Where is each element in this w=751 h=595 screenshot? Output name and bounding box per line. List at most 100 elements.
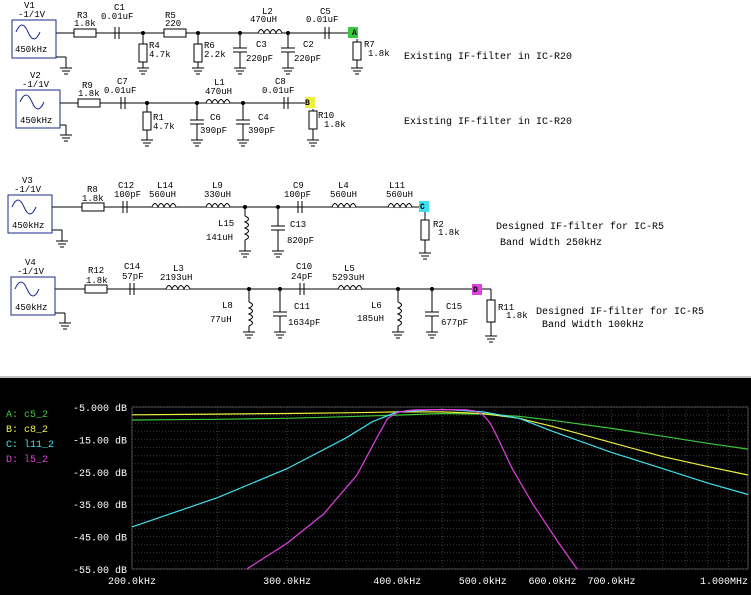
component-name: L11 xyxy=(389,181,405,191)
resistor-r8[interactable] xyxy=(81,202,105,212)
component-value: 1.8k xyxy=(86,276,108,286)
resistor-r5[interactable] xyxy=(163,28,187,38)
resistor-r3[interactable] xyxy=(73,28,97,38)
legend-entry[interactable]: C: l11_2 xyxy=(6,439,54,451)
circuit-description: Band Width 100kHz xyxy=(542,319,644,331)
component-value: 1.8k xyxy=(74,19,96,29)
resistor-r12[interactable] xyxy=(84,284,108,294)
inductor-l11[interactable] xyxy=(387,203,413,209)
component-value: 1.8k xyxy=(438,228,460,238)
component-name: L8 xyxy=(222,301,233,311)
component-name: L4 xyxy=(338,181,349,191)
probe-marker-c[interactable] xyxy=(419,201,429,212)
voltage-source[interactable] xyxy=(15,89,61,129)
inductor-l5[interactable] xyxy=(337,285,363,291)
inductor-l15[interactable] xyxy=(243,215,249,241)
component-name: L6 xyxy=(371,301,382,311)
x-tick-label: 600.0kHz xyxy=(528,576,576,588)
inductor-l6[interactable] xyxy=(396,301,402,327)
component-name: R9 xyxy=(82,81,93,91)
component-name: C14 xyxy=(124,262,140,272)
component-value: 0.01uF xyxy=(306,15,338,25)
component-name: R12 xyxy=(88,266,104,276)
component-value: 141uH xyxy=(206,233,233,243)
component-value: 220 xyxy=(165,19,181,29)
component-value: 1.8k xyxy=(78,89,100,99)
x-tick-label: 1.000MHz xyxy=(700,577,748,588)
component-name: C3 xyxy=(256,40,267,50)
source-amplitude: -1/1V xyxy=(22,80,50,90)
y-tick-label: -35.00 dB xyxy=(73,500,127,512)
component-value: 330uH xyxy=(204,190,231,200)
probe-marker-d[interactable] xyxy=(472,284,482,295)
sine-icon xyxy=(11,199,37,215)
legend: A: c5_2 B: c8_2 C: l11_2 D: l5_2 xyxy=(6,410,54,466)
component-name: L9 xyxy=(212,181,223,191)
component-name: L14 xyxy=(157,181,173,191)
component-name: R3 xyxy=(77,11,88,21)
component-value: 560uH xyxy=(149,190,176,200)
sine-icon xyxy=(19,94,45,110)
resistor-r10[interactable] xyxy=(308,110,318,130)
component-name: R11 xyxy=(498,303,514,313)
component-value: 100pF xyxy=(114,190,141,200)
inductor-l4[interactable] xyxy=(331,203,357,209)
resistor-r7[interactable] xyxy=(352,41,362,61)
component-value: 470uH xyxy=(250,15,277,25)
resistor-r4[interactable] xyxy=(138,43,148,63)
circuit-description: Existing IF-filter in IC-R20 xyxy=(404,51,572,63)
resistor-r6[interactable] xyxy=(193,43,203,63)
component-value: 560uH xyxy=(386,190,413,200)
component-value: 560uH xyxy=(330,190,357,200)
circuit-2 xyxy=(15,89,319,147)
resistor-r11[interactable] xyxy=(486,299,496,323)
component-name: C12 xyxy=(118,181,134,191)
y-tick-label: -55.00 dB xyxy=(73,565,127,577)
probe-marker-b[interactable] xyxy=(305,97,315,108)
source-frequency: 450kHz xyxy=(15,303,47,313)
source-amplitude: -1/1V xyxy=(17,267,45,277)
component-name: C7 xyxy=(117,77,128,87)
component-value: 4.7k xyxy=(149,50,171,60)
y-tick-label: -45.00 dB xyxy=(73,533,127,545)
schematic-area: V1 -1/1V 450kHz A R3 1.8k C1 0.01uF R5 2… xyxy=(0,1,751,378)
component-value: 220pF xyxy=(246,54,273,64)
resistor-r2[interactable] xyxy=(420,219,430,241)
legend-entry[interactable]: B: c8_2 xyxy=(6,425,48,436)
voltage-source[interactable] xyxy=(11,19,57,59)
voltage-source[interactable] xyxy=(7,194,53,234)
sine-icon xyxy=(15,24,41,40)
resistor-r1[interactable] xyxy=(142,111,152,131)
circuit-description: Designed IF-filter for IC-R5 xyxy=(496,221,664,233)
inductor-l14[interactable] xyxy=(151,203,177,209)
source-name: V3 xyxy=(22,176,33,186)
source-name: V4 xyxy=(25,258,36,268)
traces xyxy=(131,408,749,570)
x-tick-label: 200.0kHz xyxy=(108,576,156,588)
inductor-l2[interactable] xyxy=(257,29,283,35)
component-value: 5293uH xyxy=(332,273,364,283)
plot-background xyxy=(0,378,751,595)
circuit-4 xyxy=(10,276,497,343)
component-value: 470uH xyxy=(205,87,232,97)
inductor-l9[interactable] xyxy=(205,203,231,209)
component-name: R1 xyxy=(153,113,164,123)
voltage-source[interactable] xyxy=(10,276,56,316)
component-name: R5 xyxy=(165,11,176,21)
component-name: C8 xyxy=(275,77,286,87)
legend-entry[interactable]: D: l5_2 xyxy=(6,454,48,466)
component-name: R10 xyxy=(318,111,334,121)
component-value: 2193uH xyxy=(160,273,192,283)
component-value: 677pF xyxy=(441,318,468,328)
resistor-r9[interactable] xyxy=(77,98,101,108)
component-name: C6 xyxy=(210,113,221,123)
legend-entry[interactable]: A: c5_2 xyxy=(6,410,48,421)
inductor-l3[interactable] xyxy=(165,285,191,291)
component-value: 1.8k xyxy=(324,120,346,130)
inductor-l1[interactable] xyxy=(205,99,231,105)
series-trace xyxy=(246,408,578,570)
component-value: 1.8k xyxy=(82,194,104,204)
inductor-l8[interactable] xyxy=(247,301,253,327)
probe-marker-a[interactable] xyxy=(348,27,358,38)
component-value: 2.2k xyxy=(204,50,226,60)
